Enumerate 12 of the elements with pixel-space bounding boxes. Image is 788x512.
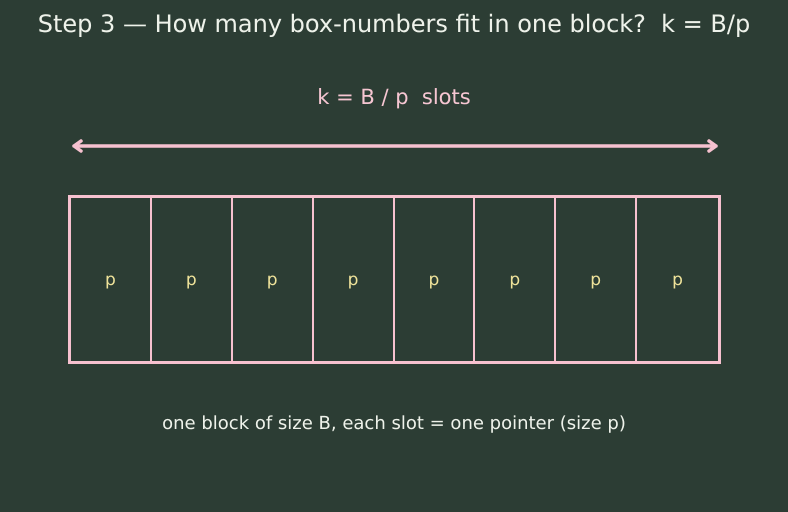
caption: one block of size B, each slot = one pointer (size p) xyxy=(162,413,626,434)
dimension-label: k = B / p slots xyxy=(317,85,471,109)
slot-label: p xyxy=(672,270,683,290)
slot-label: p xyxy=(186,270,197,290)
title: Step 3 — How many box-numbers fit in one block? k = B/p xyxy=(38,10,750,38)
memory-block xyxy=(68,195,721,364)
slot-label: p xyxy=(509,270,520,290)
slot-label: p xyxy=(428,270,440,290)
slot-label: p xyxy=(348,270,358,290)
slot-label: p xyxy=(590,270,602,290)
slot-label: p xyxy=(266,270,278,290)
slot-label: p xyxy=(105,270,116,290)
